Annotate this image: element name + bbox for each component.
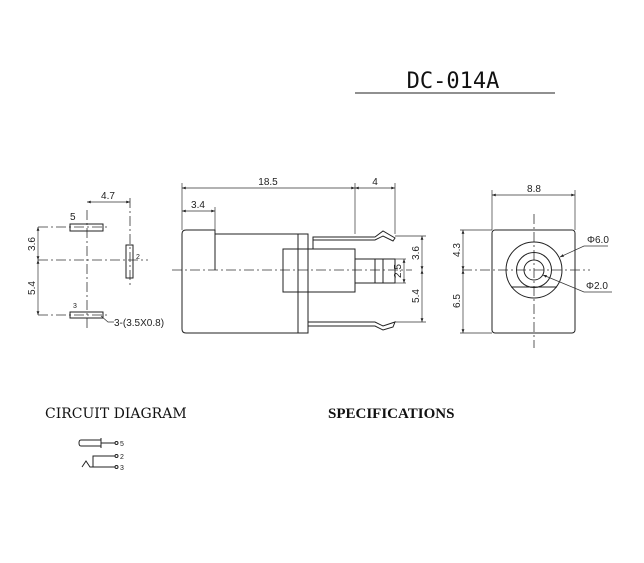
dim-18-5: 18.5 <box>258 177 278 188</box>
jack-body <box>282 248 356 293</box>
front-view: 8.8 4.3 6.5 Φ6.0 Φ2.0 <box>452 184 612 348</box>
pin-layout-view: 4.7 3.6 5.4 5 2 3 3-(3.5X0.8) <box>27 191 164 330</box>
dim-2-5: 2.5 <box>393 264 404 278</box>
pin-2-pad <box>125 244 134 279</box>
dia-2-0: Φ2.0 <box>586 281 608 292</box>
circuit-pin-2: 2 <box>120 454 124 461</box>
pin-5-label: 5 <box>70 212 76 223</box>
outer-socket <box>505 241 563 299</box>
dim-4-7: 4.7 <box>101 191 115 202</box>
part-number-title: DC-014A <box>407 69 500 94</box>
circuit-pin-5: 5 <box>120 441 124 448</box>
dim-5-4: 5.4 <box>27 281 38 295</box>
dim-3-6-side: 3.6 <box>411 246 422 260</box>
dim-4: 4 <box>372 177 378 188</box>
dim-3-4: 3.4 <box>191 200 205 211</box>
dim-5-4-side: 5.4 <box>411 289 422 303</box>
inner-pin <box>523 259 545 281</box>
dim-8-8: 8.8 <box>527 184 541 195</box>
circuit-pin-3: 3 <box>120 465 124 472</box>
specifications-heading: SPECIFICATIONS <box>328 406 454 422</box>
title-block: DC-014A <box>355 69 555 94</box>
housing-face <box>491 229 576 334</box>
dia-6-0: Φ6.0 <box>587 235 609 246</box>
side-view: 18.5 4 3.4 3.6 5.4 2.5 <box>172 177 426 334</box>
pin-3-pad <box>69 311 104 319</box>
dim-6-5: 6.5 <box>452 294 463 308</box>
circuit-diagram-heading: CIRCUIT DIAGRAM <box>45 406 187 422</box>
dim-3-6: 3.6 <box>27 237 38 251</box>
pin-2-label: 2 <box>136 254 140 261</box>
pin-size-note: 3-(3.5X0.8) <box>114 318 164 329</box>
dim-4-3: 4.3 <box>452 243 463 257</box>
circuit-diagram: 5 2 3 <box>78 438 124 472</box>
pin-3-label: 3 <box>73 303 77 310</box>
pin-5-pad <box>69 223 104 232</box>
